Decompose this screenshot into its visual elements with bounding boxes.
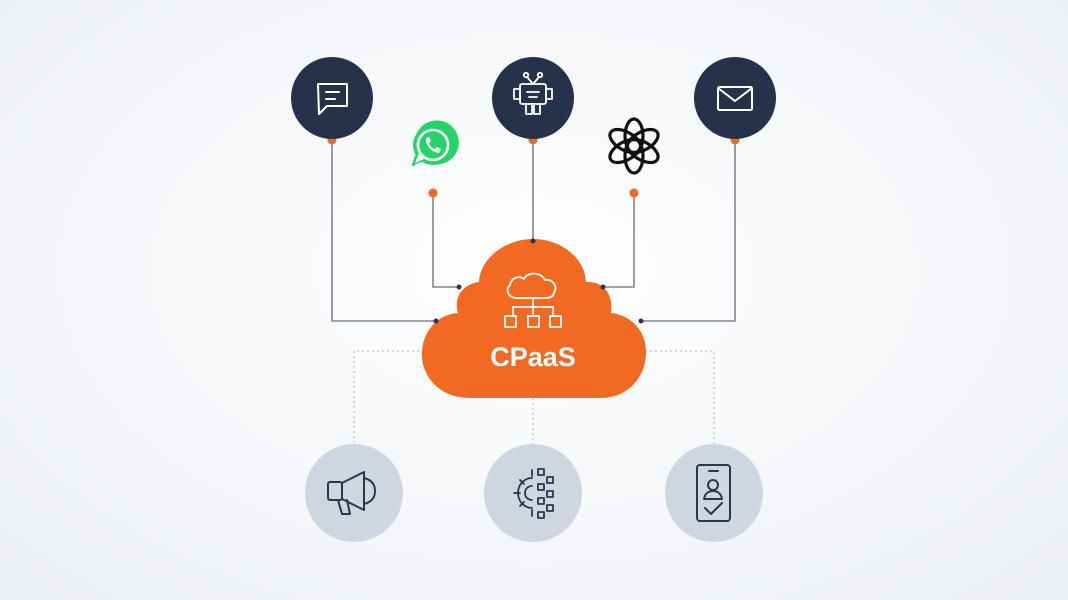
connector-openai — [603, 193, 635, 288]
mobile-verification-node — [665, 444, 763, 542]
megaphone-node-circle — [305, 444, 403, 542]
whatsapp-icon — [411, 120, 459, 167]
connector-megaphone — [353, 350, 424, 445]
dot-openai — [629, 188, 639, 198]
openai-node — [608, 117, 660, 175]
cloud-network-icon — [504, 272, 562, 328]
robot-node-circle — [492, 57, 574, 139]
connector-chat — [331, 140, 436, 322]
gear-network-node-circle — [484, 444, 582, 542]
connector-email — [641, 140, 736, 322]
openai-icon — [608, 117, 660, 175]
mobile-verification-node-circle — [665, 444, 763, 542]
connector-mobile — [645, 350, 715, 445]
top-connectors — [331, 140, 736, 322]
megaphone-node — [305, 444, 403, 542]
connector-whatsapp — [432, 193, 459, 288]
gear-network-icon — [513, 468, 554, 519]
chat-node — [291, 57, 373, 139]
robot-node — [492, 57, 574, 139]
gear-network-node — [484, 444, 582, 542]
junction-dots — [433, 238, 644, 324]
bottom-connectors — [353, 350, 715, 445]
email-node — [694, 57, 776, 139]
email-node-circle — [694, 57, 776, 139]
cpaas-cloud: CPaaS — [421, 239, 647, 398]
whatsapp-node — [411, 120, 459, 167]
envelope-icon — [717, 86, 753, 111]
cloud-label: CPaaS — [490, 342, 576, 372]
chat-bubble-icon — [317, 83, 348, 115]
mobile-verification-icon — [696, 464, 731, 522]
cloud-shape — [421, 239, 647, 398]
megaphone-icon — [327, 471, 376, 515]
robot-icon — [513, 71, 553, 115]
dot-whatsapp — [428, 188, 438, 198]
